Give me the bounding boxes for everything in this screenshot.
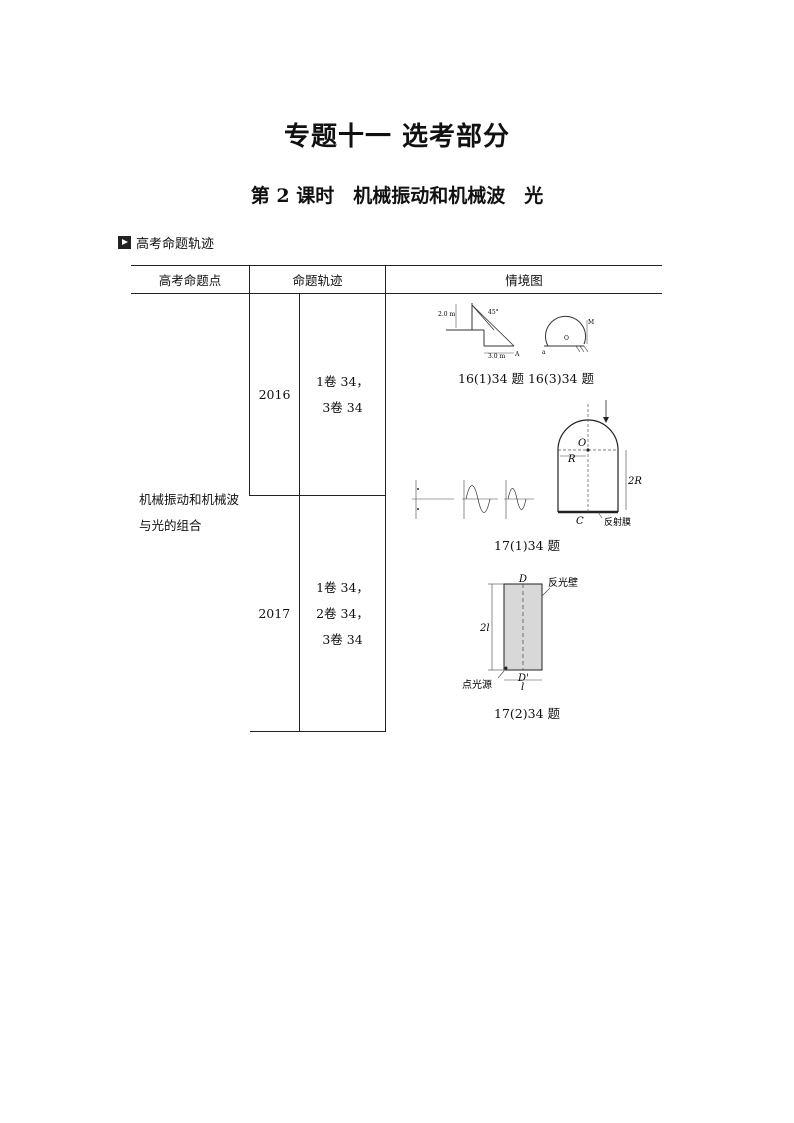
header-topic: 高考命题点	[131, 265, 250, 294]
table-header-row: 高考命题点 命题轨迹 情境图	[131, 265, 662, 294]
label-R: R	[567, 454, 576, 465]
label-D: D	[518, 574, 527, 585]
label-l: l	[521, 682, 524, 693]
fig-2017-2-diagram: D D' 反光壁 2l 点光源 l	[462, 574, 578, 693]
caption-2016: 16(1)34 题 16(3)34 题	[458, 371, 594, 386]
caption-2017-2: 17(2)34 题	[494, 706, 560, 721]
figure-area: 2.0 m 45° 3.0 m A M O a	[386, 294, 661, 731]
fig-2017-waveforms	[412, 480, 534, 519]
label-C: C	[576, 516, 584, 527]
track-line: 1卷 34，	[316, 373, 369, 389]
fig-2016-diagram: 2.0 m 45° 3.0 m A M O a	[438, 303, 594, 360]
track-cell: 1卷 34， 2卷 34， 3卷 34	[299, 495, 386, 732]
label-reflect-film: 反射膜	[604, 516, 631, 528]
caption-2017-1: 17(1)34 题	[494, 538, 560, 553]
track-line: 3卷 34	[322, 399, 363, 415]
label-a: a	[542, 349, 546, 356]
topic-cell: 机械振动和机械波与光的组合	[139, 491, 240, 533]
track-line: 1卷 34，	[316, 579, 369, 595]
label-2m: 2.0 m	[438, 311, 455, 318]
label-2R: 2R	[627, 476, 642, 487]
exam-track-table: 高考命题点 命题轨迹 情境图 机械振动和机械波与光的组合 2016 1卷 34，…	[131, 265, 662, 732]
table-row: 2017 1卷 34， 2卷 34， 3卷 34	[131, 495, 662, 732]
track-line: 3卷 34	[322, 631, 363, 647]
header-track: 命题轨迹	[249, 265, 386, 294]
label-2l: 2l	[479, 623, 490, 634]
lesson-subtitle: 第 2 课时 机械振动和机械波 光	[250, 185, 544, 207]
section-label: 高考命题轨迹	[136, 237, 215, 252]
play-triangle-icon	[118, 236, 131, 249]
label-O: O	[578, 438, 586, 449]
track-line: 2卷 34，	[316, 605, 369, 621]
figure-cell: 2.0 m 45° 3.0 m A M O a	[385, 293, 662, 732]
label-M: M	[588, 319, 594, 326]
table-row: 机械振动和机械波与光的组合 2016 1卷 34， 3卷 34	[131, 293, 662, 732]
label-reflect-wall: 反光壁	[548, 576, 578, 589]
year-cell: 2016	[249, 293, 300, 496]
label-3m: 3.0 m	[488, 353, 505, 360]
label-D-prime: D'	[517, 673, 529, 684]
header-figure: 情境图	[385, 265, 662, 294]
label-light-source: 点光源	[462, 678, 492, 691]
label-A: A	[514, 351, 520, 358]
track-cell: 1卷 34， 3卷 34	[299, 293, 386, 496]
fig-2017-1-diagram: O R 2R C 反射膜	[557, 400, 642, 528]
year-cell: 2017	[249, 495, 300, 732]
label-O-small: O	[564, 335, 569, 342]
section-heading: 高考命题轨迹	[118, 233, 214, 252]
page-title: 专题十一 选考部分	[283, 122, 511, 152]
label-45: 45°	[488, 309, 499, 316]
